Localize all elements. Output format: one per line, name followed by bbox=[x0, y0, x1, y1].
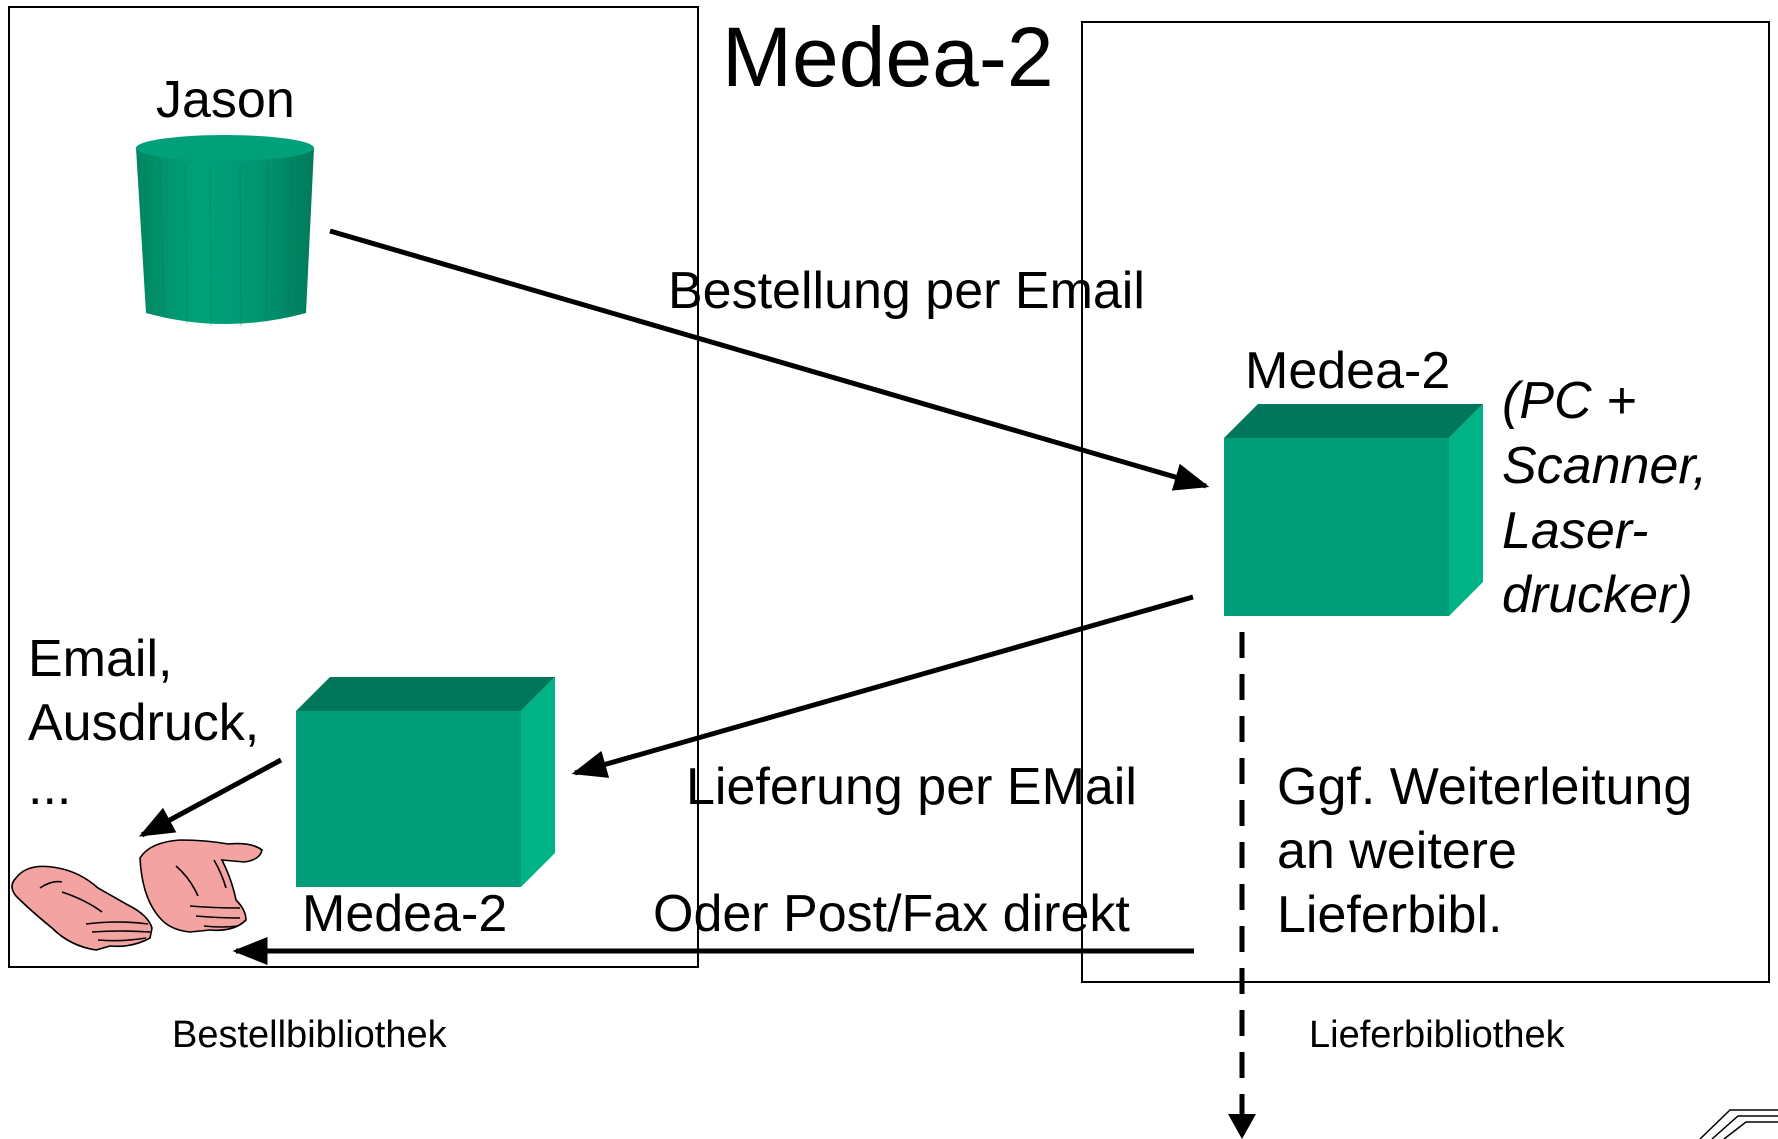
note-line: (PC + bbox=[1502, 372, 1636, 430]
supplier-medea-box-icon bbox=[1224, 404, 1483, 616]
forwarding-note: Ggf. Weiterleitung an weitere Lieferbibl… bbox=[1277, 758, 1707, 944]
forwarding-arrowhead bbox=[1228, 1114, 1256, 1139]
note-line: drucker) bbox=[1502, 566, 1693, 624]
supplying-library-frame bbox=[1081, 21, 1770, 983]
jason-label: Jason bbox=[156, 71, 295, 129]
receiving-hands-icon bbox=[11, 839, 263, 951]
requester-medea-box-icon bbox=[296, 677, 555, 887]
jason-database-icon bbox=[136, 135, 314, 327]
forward-line: Ggf. Weiterleitung bbox=[1277, 758, 1692, 816]
direct-delivery-label: Oder Post/Fax direkt bbox=[653, 885, 1130, 943]
ordering-library-caption: Bestellbibliothek bbox=[172, 1014, 448, 1056]
note-line: Laser- bbox=[1502, 502, 1648, 560]
order-arrow bbox=[329, 228, 1210, 491]
output-line: ... bbox=[28, 758, 71, 816]
delivery-arrow bbox=[571, 594, 1194, 778]
diagram-title: Medea-2 bbox=[722, 10, 1054, 104]
order-arrow-label: Bestellung per Email bbox=[668, 262, 1145, 320]
supplier-hardware-note: (PC + Scanner, Laser- drucker) bbox=[1502, 372, 1722, 624]
requester-medea-label: Medea-2 bbox=[302, 885, 507, 943]
corner-logo-icon bbox=[1699, 1109, 1778, 1139]
ordering-library-frame bbox=[8, 6, 699, 968]
output-line: Ausdruck, bbox=[28, 694, 259, 752]
forward-line: an weitere bbox=[1277, 822, 1517, 880]
supplier-medea-label: Medea-2 bbox=[1245, 342, 1450, 400]
note-line: Scanner, bbox=[1502, 437, 1707, 495]
handover-arrow bbox=[138, 757, 283, 838]
supplying-library-caption: Lieferbibliothek bbox=[1309, 1014, 1566, 1056]
delivery-arrow-label: Lieferung per EMail bbox=[686, 758, 1137, 816]
output-channels: Email, Ausdruck, ... bbox=[28, 630, 274, 816]
output-line: Email, bbox=[28, 630, 172, 688]
forward-line: Lieferbibl. bbox=[1277, 886, 1502, 944]
